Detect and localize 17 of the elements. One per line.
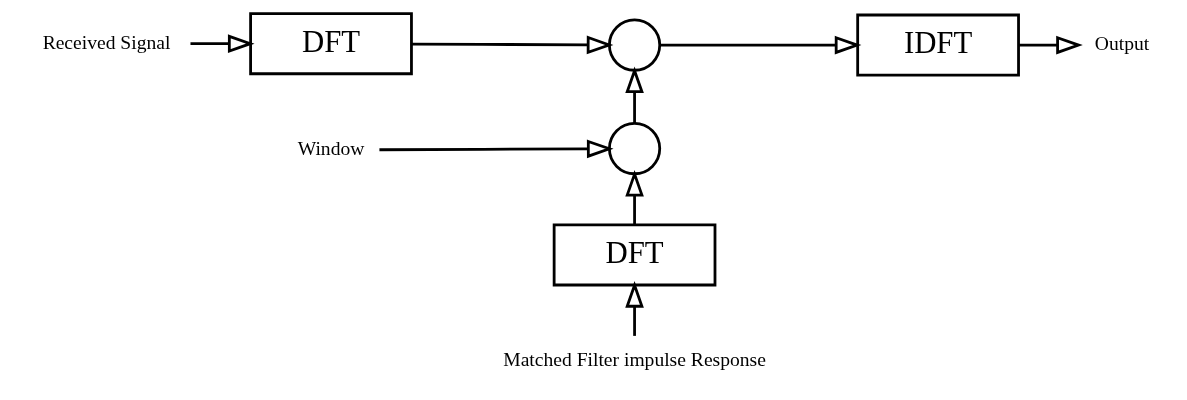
node-text: Window bbox=[297, 138, 364, 160]
node-box: DFT bbox=[552, 223, 716, 287]
node-text: Received Signal bbox=[42, 31, 170, 53]
arrow bbox=[411, 35, 613, 55]
arrow bbox=[190, 34, 255, 53]
arrow bbox=[624, 66, 644, 124]
node-circle bbox=[607, 122, 661, 176]
node-box: IDFT bbox=[855, 13, 1020, 77]
arrow bbox=[378, 139, 614, 159]
node-circle bbox=[607, 18, 661, 72]
node-text: Matched Filter impulse Response bbox=[502, 349, 766, 371]
arrow bbox=[659, 35, 861, 55]
node-text: Output bbox=[1094, 33, 1149, 55]
arrow bbox=[624, 169, 644, 225]
node-box: DFT bbox=[248, 12, 413, 76]
arrow bbox=[1018, 35, 1083, 55]
arrow bbox=[624, 281, 644, 336]
